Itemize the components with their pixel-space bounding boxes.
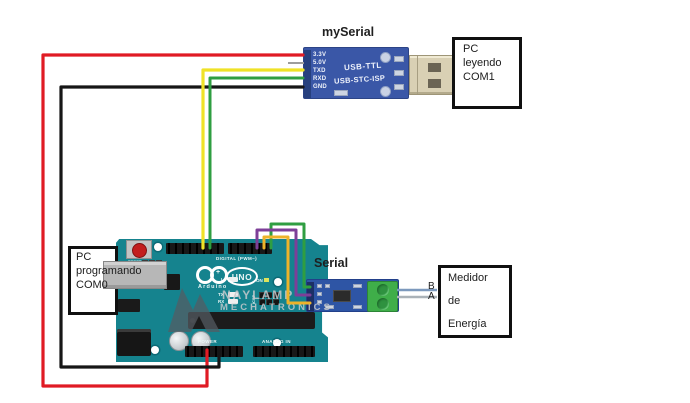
voltage-regulator — [118, 299, 140, 312]
pc-reading-line: COM1 — [463, 71, 495, 83]
pcb-hole — [380, 52, 391, 63]
uno-logo-text: UNO — [231, 271, 253, 282]
energy-meter-line: Medidor — [448, 272, 488, 284]
max485-chip — [333, 290, 351, 302]
pc-programming-line: COM0 — [76, 279, 108, 291]
pin-label-3v3: 3.3V — [313, 52, 327, 58]
wire-green-rxd — [208, 76, 305, 250]
energy-meter-line: Energía — [448, 318, 487, 330]
pin-label-rxd: RXD — [313, 76, 327, 82]
digital-header-left — [166, 243, 224, 254]
mounting-hole — [151, 346, 159, 354]
pc-reading-text: PC leyendo COM1 — [463, 42, 502, 84]
power-led — [264, 278, 269, 282]
energy-meter-line: de — [448, 295, 461, 307]
pc-programming-line: PC — [76, 251, 92, 263]
watermark-line2: MECHATRONICS — [220, 302, 333, 313]
smd-component — [317, 300, 322, 304]
usb-ttl-pin-labels: 3.3V 5.0V TXD RXD GND — [313, 51, 327, 91]
power-silk-label: POWER — [198, 339, 218, 344]
pc-reading-line: leyendo — [463, 57, 502, 69]
usb-plug-slot — [428, 79, 441, 88]
pcb-hole — [380, 86, 391, 97]
usb-plug-seam — [417, 56, 418, 94]
mounting-hole — [154, 243, 162, 251]
digital-silk-label: DIGITAL (PWM~) — [216, 256, 258, 261]
usb-ttl-module: 3.3V 5.0V TXD RXD GND USB-TTL USB-STC-IS… — [303, 47, 409, 99]
usb-plug — [409, 55, 454, 95]
serial-label: Serial — [314, 256, 349, 270]
usb-ttl-silk-text2: USB-STC-ISP — [333, 73, 386, 86]
analog-header — [253, 346, 315, 357]
analog-silk-label: ANALOG IN — [262, 339, 291, 344]
myserial-label: mySerial — [322, 25, 375, 39]
smd-component — [325, 284, 330, 288]
usb-ttl-pin-header — [304, 50, 311, 98]
smd-component — [394, 56, 404, 62]
pin-label-txd: TXD — [313, 68, 326, 74]
pin-label-5v: 5.0V — [313, 60, 327, 66]
pc-reading-box — [452, 37, 522, 109]
pin-label-gnd: GND — [313, 84, 327, 90]
uno-logo-oval: UNO — [226, 267, 258, 286]
smd-component — [394, 70, 404, 76]
watermark-logo-icon — [168, 288, 220, 332]
wire-yellow-txd — [201, 68, 305, 250]
pc-reading-line: PC — [463, 43, 479, 55]
watermark-line1: NAYLAMP — [222, 288, 295, 302]
terminal-screw — [377, 298, 389, 310]
terminal-b-label: B — [428, 281, 435, 292]
smd-component — [325, 305, 334, 309]
arduino-logo-plus: + — [216, 269, 221, 276]
digital-header-right — [228, 243, 272, 254]
terminal-screw — [377, 284, 389, 296]
smd-component — [394, 84, 404, 90]
energy-meter-box — [438, 265, 512, 338]
smd-component — [317, 292, 322, 296]
power-jack — [117, 329, 151, 356]
smd-component — [317, 284, 322, 288]
smd-component — [353, 305, 362, 309]
usb-ttl-silk-text1: USB-TTL — [343, 60, 382, 73]
smd-component — [353, 284, 362, 288]
pc-programming-line: programando — [76, 265, 142, 277]
terminal-a-label: A — [428, 291, 435, 302]
pc-programming-text: PC programando COM0 — [76, 250, 141, 292]
usb-plug-slot — [428, 63, 441, 72]
power-header — [185, 346, 243, 357]
energy-meter-text: Medidor de Energía — [448, 267, 488, 336]
on-silk-label: ON — [256, 278, 263, 283]
screw-terminal — [367, 281, 398, 312]
mounting-hole — [274, 278, 282, 286]
smd-component — [334, 90, 348, 96]
